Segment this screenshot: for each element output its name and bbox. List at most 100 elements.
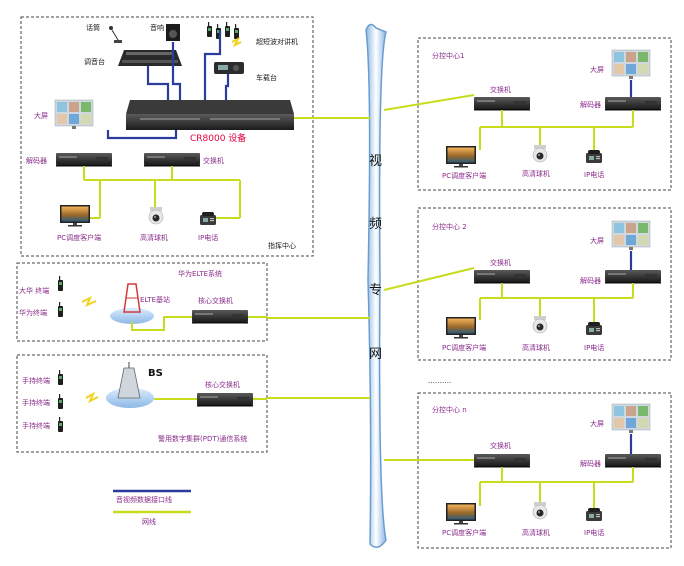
speaker-label: 音响: [150, 23, 164, 32]
sub-2-switch: [474, 270, 530, 284]
vehicle-radio-icon: [214, 62, 244, 74]
pdt-handheld-2-label: 手持终端: [22, 398, 50, 407]
sub-center-n-label: 分控中心 n: [432, 405, 467, 414]
sub-2-pc-label: PC调度客户端: [442, 343, 486, 352]
sub-center-ellipsis: ……….: [428, 377, 451, 385]
legend-green-label: 网线: [142, 517, 156, 526]
sub-1-phone-label: IP电话: [584, 170, 604, 179]
sub-center-n-box: [417, 392, 672, 549]
elte-terminal-2: [58, 302, 63, 317]
sub-1-big-screen: [611, 49, 651, 80]
command-pc-client-label: PC调度客户端: [57, 233, 101, 242]
sub-1-switch-label: 交换机: [490, 85, 511, 94]
pdt-handheld-1-label: 手持终端: [22, 376, 50, 385]
vehicle-radio-label: 车载台: [256, 73, 277, 82]
sub-1-decoder-label: 解码器: [580, 100, 601, 109]
pdt-core-switch: [197, 393, 253, 407]
cr8000-label: CR8000 设备: [190, 132, 246, 144]
sub-center-2-box: [417, 207, 672, 361]
elte-box: [16, 262, 268, 342]
sub-n-camera: [532, 501, 548, 520]
mixer-label: 调音台: [84, 57, 105, 66]
sub-2-pc: [446, 317, 476, 339]
pdt-signal-icon: [85, 391, 99, 404]
sub-n-switch-label: 交换机: [490, 441, 511, 450]
sub-1-phone: [586, 150, 602, 163]
spine-char-2: 频: [369, 217, 382, 232]
sub-n-phone: [586, 508, 602, 521]
sub-n-pc: [446, 503, 476, 525]
sub-2-big-screen-label: 大屏: [590, 236, 604, 245]
command-pc-client: [60, 205, 90, 227]
sub-center-2-label: 分控中心 2: [432, 222, 467, 231]
command-big-screen: [54, 99, 94, 130]
sub-center-1: 分控中心1 大屏 交换机 解码器 PC调度客户端 高清球机 IP电话: [432, 49, 661, 180]
sub-1-big-screen-label: 大屏: [590, 65, 604, 74]
sub-2-camera: [532, 315, 548, 334]
pdt-handheld-1: [58, 370, 63, 385]
legend: 音视频数据接口线 网线: [113, 489, 191, 526]
sub-n-camera-label: 高清球机: [522, 528, 550, 537]
bs-tower-icon: [106, 362, 154, 408]
bs-label: BS: [148, 368, 163, 379]
sub-n-big-screen-label: 大屏: [590, 419, 604, 428]
command-ip-phone: [200, 212, 216, 225]
sub-1-pc-label: PC调度客户端: [442, 171, 486, 180]
cr8000-device: [126, 100, 294, 130]
elte-terminal-1: [58, 276, 63, 291]
command-hd-camera-label: 高清球机: [140, 233, 168, 242]
mic-label: 话筒: [86, 23, 100, 32]
sub-n-pc-label: PC调度客户端: [442, 528, 486, 537]
sub-2-decoder: [605, 270, 661, 284]
command-hd-camera: [148, 206, 164, 225]
elte-core-switch-label: 核心交换机: [198, 296, 233, 305]
elte-station-icon: [110, 283, 154, 324]
sub-n-decoder-label: 解码器: [580, 459, 601, 468]
sub-1-switch: [474, 97, 530, 111]
command-decoder-label: 解码器: [26, 156, 47, 165]
sub-center-n: 分控中心 n 大屏 交换机 解码器 PC调度客户端 高清球机 IP电话: [432, 403, 661, 537]
pdt-title: 警用数字集群(PDT)通信系统: [158, 434, 247, 443]
sub-2-phone-label: IP电话: [584, 343, 604, 352]
sub-n-big-screen: [611, 403, 651, 434]
sub-n-decoder: [605, 454, 661, 468]
sub-n-phone-label: IP电话: [584, 528, 604, 537]
pdt-handheld-2: [58, 394, 63, 409]
pdt-box: [16, 354, 268, 453]
sub-2-switch-label: 交换机: [490, 258, 511, 267]
spine-char-3: 专: [369, 283, 382, 298]
pdt-handheld-3-label: 手持终端: [22, 421, 50, 430]
sub-2-camera-label: 高清球机: [522, 343, 550, 352]
pdt-core-switch-label: 核心交换机: [205, 380, 240, 389]
sub-center-1-box: [417, 37, 672, 191]
video-network-spine: [365, 23, 387, 548]
elte-core-switch: [192, 310, 248, 324]
command-ip-phone-label: IP电话: [198, 233, 218, 242]
sub-1-camera: [532, 144, 548, 163]
sub-center-2: 分控中心 2 大屏 交换机 解码器 PC调度客户端 高清球机 IP电话: [432, 220, 661, 352]
mic-icon: [109, 26, 122, 43]
sub-1-pc: [446, 146, 476, 168]
sub-2-phone: [586, 322, 602, 335]
spine-char-4: 网: [369, 347, 382, 362]
elte-terminal-2-label: 华为终端: [19, 308, 47, 317]
command-center-label: 指挥中心: [268, 241, 296, 250]
command-switch-label: 交换机: [203, 156, 224, 165]
elte-title: 华为ELTE系统: [178, 269, 222, 278]
sub-2-decoder-label: 解码器: [580, 276, 601, 285]
command-decoder: [56, 153, 112, 167]
signal-bolt-icon: [231, 36, 242, 48]
sub-center-1-label: 分控中心1: [432, 51, 464, 60]
sub-1-camera-label: 高清球机: [522, 169, 550, 178]
command-center-box: [20, 16, 314, 257]
elte-terminal-1-label: 大华 终端: [19, 286, 49, 295]
sub-n-switch: [474, 454, 530, 468]
command-big-screen-label: 大屏: [34, 111, 48, 120]
sub-1-decoder: [605, 97, 661, 111]
mixer-icon: [118, 50, 182, 66]
sub-2-big-screen: [611, 220, 651, 251]
pdt-handheld-3: [58, 417, 63, 432]
elte-signal-icon: [81, 295, 97, 307]
spine-char-1: 视: [369, 154, 382, 169]
